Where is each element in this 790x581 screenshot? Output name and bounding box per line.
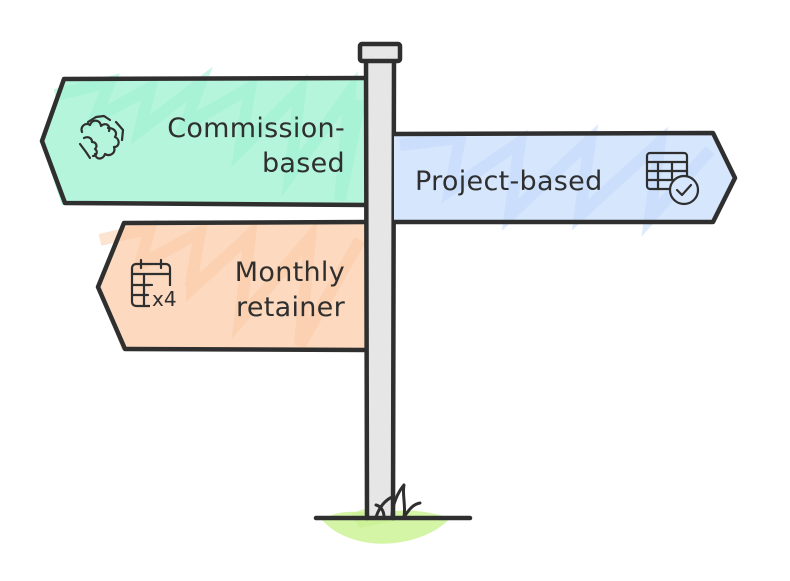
sign-project-based: Project-based xyxy=(391,124,738,237)
sign-commission-line1: Commission- xyxy=(167,113,345,144)
sign-project-line1: Project-based xyxy=(415,166,603,197)
sign-retainer-line2: retainer xyxy=(236,292,346,323)
ground xyxy=(313,483,473,521)
signpost-pole xyxy=(357,41,403,521)
calendar-icon: x4 xyxy=(130,258,186,311)
sign-commission-based: Commission- based xyxy=(39,66,371,208)
sign-retainer-line1: Monthly xyxy=(235,257,345,288)
calendar-multiplier-label: x4 xyxy=(152,287,177,311)
table-check-icon xyxy=(645,151,700,206)
sign-commission-line2: based xyxy=(262,148,345,179)
signpost-cap xyxy=(357,41,403,64)
handshake-icon xyxy=(78,114,125,160)
sign-monthly-retainer: x4 Monthly retainer xyxy=(95,219,371,353)
